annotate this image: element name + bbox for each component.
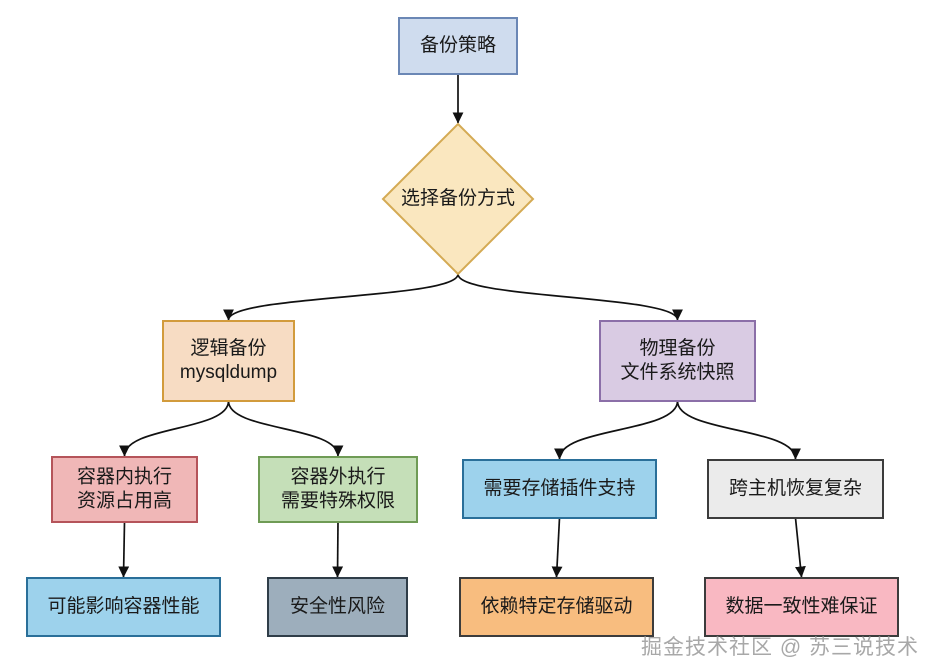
node-label-perf-impact-0: 可能影响容器性能 bbox=[47, 595, 199, 617]
node-shape-consistency bbox=[704, 577, 899, 637]
node-label-security-risk-0: 安全性风险 bbox=[290, 595, 385, 617]
node-label-choose-0: 选择备份方式 bbox=[401, 187, 515, 209]
node-shape-cross-host bbox=[707, 459, 884, 519]
node-cross-host[interactable]: 跨主机恢复复杂 bbox=[707, 459, 884, 519]
edge-logical-to-out-container bbox=[227, 400, 344, 457]
node-shape-driver-dep bbox=[459, 577, 654, 637]
node-label-root-0: 备份策略 bbox=[420, 34, 496, 56]
edges-layer bbox=[118, 74, 806, 578]
node-shape-storage-plugin bbox=[462, 459, 657, 519]
node-label-storage-plugin-0: 需要存储插件支持 bbox=[483, 477, 635, 499]
node-shape-choose bbox=[381, 122, 535, 276]
node-choose[interactable]: 选择备份方式 bbox=[381, 122, 535, 276]
node-label-in-container-1: 资源占用高 bbox=[77, 490, 172, 512]
node-shape-perf-impact bbox=[26, 577, 221, 637]
edge-choose-to-logical bbox=[223, 273, 459, 321]
node-perf-impact[interactable]: 可能影响容器性能 bbox=[26, 577, 221, 637]
node-shape-physical bbox=[599, 320, 756, 402]
node-label-cross-host-0: 跨主机恢复复杂 bbox=[729, 477, 862, 499]
node-shape-out-container bbox=[258, 456, 418, 523]
node-shape-logical bbox=[162, 320, 295, 402]
node-label-logical-0: 逻辑备份 bbox=[190, 337, 266, 359]
node-driver-dep[interactable]: 依赖特定存储驱动 bbox=[459, 577, 654, 637]
node-label-physical-1: 文件系统快照 bbox=[620, 361, 734, 383]
edge-physical-to-cross-host bbox=[676, 400, 801, 460]
edge-choose-to-physical bbox=[457, 273, 683, 321]
edge-logical-to-in-container bbox=[119, 400, 230, 457]
node-label-out-container-0: 容器外执行 bbox=[290, 466, 385, 488]
edge-storage-plugin-to-driver-dep bbox=[551, 517, 563, 578]
edge-out-container-to-security-risk bbox=[332, 521, 344, 578]
node-shape-root bbox=[398, 17, 518, 75]
node-security-risk[interactable]: 安全性风险 bbox=[267, 577, 408, 637]
node-label-driver-dep-0: 依赖特定存储驱动 bbox=[480, 595, 632, 617]
node-consistency[interactable]: 数据一致性难保证 bbox=[704, 577, 899, 637]
watermark-text: 掘金技术社区 @ 苏三说技术 bbox=[641, 636, 919, 659]
node-root[interactable]: 备份策略 bbox=[398, 17, 518, 75]
node-storage-plugin[interactable]: 需要存储插件支持 bbox=[462, 459, 657, 519]
node-label-physical-0: 物理备份 bbox=[639, 337, 715, 359]
node-label-consistency-0: 数据一致性难保证 bbox=[725, 595, 877, 617]
node-shape-in-container bbox=[51, 456, 198, 523]
node-label-in-container-0: 容器内执行 bbox=[77, 466, 172, 488]
node-label-out-container-1: 需要特殊权限 bbox=[281, 490, 395, 512]
node-label-logical-1: mysqldump bbox=[180, 362, 277, 383]
edge-in-container-to-perf-impact bbox=[118, 521, 130, 578]
edge-physical-to-storage-plugin bbox=[554, 400, 679, 460]
node-shape-security-risk bbox=[267, 577, 408, 637]
node-logical[interactable]: 逻辑备份 mysqldump bbox=[162, 320, 295, 402]
edge-cross-host-to-consistency bbox=[794, 517, 806, 578]
